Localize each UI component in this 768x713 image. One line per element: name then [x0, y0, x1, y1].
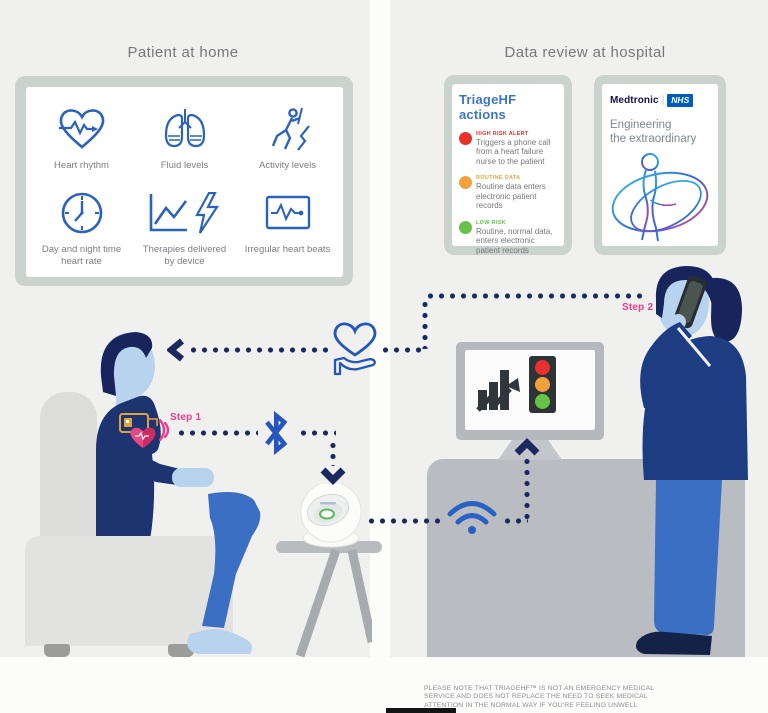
brand-card: Medtronic | NHS Engineering the extraord… — [602, 84, 718, 246]
step2-label: Step 2 — [622, 302, 654, 313]
right-section-title: Data review at hospital — [504, 44, 666, 61]
flow-line-step2-top — [425, 293, 648, 299]
chevron-down-icon — [320, 467, 346, 485]
heart-rhythm-icon — [58, 103, 106, 155]
home-panel-card: Heart rhythm Fluid levels — [26, 87, 343, 277]
flow-line-step1-a — [176, 430, 258, 436]
action-description: Routine data enters electronic patient r… — [476, 182, 546, 211]
sensor-heart-rate: Day and night time heart rate — [30, 181, 133, 267]
sensor-fluid-levels: Fluid levels — [133, 97, 236, 181]
disclaimer-text: PLEASE NOTE THAT TRIAGEHF™ IS NOT AN EME… — [424, 685, 654, 710]
triage-card: TriageHF actions HIGH RISK ALERT Trigger… — [452, 84, 564, 255]
flow-line-step1-down — [330, 440, 336, 466]
armchair-base — [25, 536, 233, 646]
sensor-label: Heart rhythm — [54, 160, 109, 171]
therapy-chart-bolt-icon — [147, 187, 223, 239]
trend-chart-icon — [476, 370, 520, 412]
triage-card-title: TriageHF actions — [459, 92, 517, 122]
flow-line-wifi-a — [366, 518, 444, 524]
sensor-irregular-beats: Irregular heart beats — [236, 181, 339, 267]
chair-foot-left — [44, 644, 70, 657]
traffic-amber-lamp — [535, 377, 550, 392]
disclaimer-line2: SERVICE AND DOES NOT REPLACE THE NEED TO… — [424, 693, 648, 701]
traffic-light-icon — [529, 356, 556, 413]
sensor-label: Day and night time heart rate — [41, 244, 122, 267]
body-motion-artwork — [610, 150, 710, 247]
tagline-line2: the extraordinary — [610, 132, 697, 145]
action-description: Triggers a phone call from a heart failu… — [476, 138, 551, 166]
triage-action-routine: ROUTINE DATA Routine data enters electro… — [459, 175, 557, 210]
step1-label: Step 1 — [170, 412, 202, 423]
triage-action-low-risk: LOW RISK Routine, normal data, enters el… — [459, 220, 557, 255]
lungs-icon — [162, 103, 208, 155]
action-level: ROUTINE DATA — [476, 175, 521, 182]
flow-line-to-patient-a — [188, 347, 332, 353]
armchair-backrest — [40, 392, 97, 544]
flow-line-up — [524, 456, 530, 520]
action-level: LOW RISK — [476, 219, 506, 226]
flow-line-step2-corner — [422, 299, 428, 349]
patient-leg — [187, 492, 261, 654]
sensor-label: Fluid levels — [160, 160, 209, 171]
low-risk-dot — [459, 220, 472, 234]
sensor-activity-levels: Activity levels — [236, 97, 339, 181]
floor-strip — [0, 657, 768, 713]
center-divider-stripe — [370, 0, 390, 657]
traffic-red-lamp — [535, 360, 550, 375]
action-level: HIGH RISK ALERT — [476, 131, 529, 137]
tagline-line1: Engineering — [610, 118, 672, 131]
arrow-left-icon — [167, 338, 185, 362]
sensor-heart-rhythm: Heart rhythm — [30, 97, 133, 181]
flow-line-to-patient-b — [380, 347, 426, 353]
flow-line-step1-b — [298, 430, 336, 436]
sensor-label: Irregular heart beats — [244, 244, 331, 256]
nhs-logo: NHS — [667, 94, 694, 107]
sensor-therapies: Therapies delivered by device — [133, 181, 236, 267]
left-section-title: Patient at home — [127, 44, 239, 61]
ecg-monitor-icon — [265, 187, 311, 239]
routine-dot — [459, 176, 472, 190]
sensor-label: Therapies delivered by device — [142, 244, 227, 267]
home-monitor-device — [300, 484, 362, 548]
wifi-icon — [447, 501, 497, 534]
clinician-figure — [636, 266, 748, 655]
traffic-green-lamp — [535, 394, 550, 409]
side-table-legs — [295, 548, 372, 658]
bluetooth-icon — [265, 410, 288, 456]
logo-separator: | — [661, 94, 665, 106]
heart-in-hand-icon — [333, 322, 377, 376]
flow-line-wifi-b — [502, 518, 528, 524]
action-description: Routine, normal data, enters electronic … — [476, 226, 553, 255]
disclaimer-line1: PLEASE NOTE THAT TRIAGEHF™ IS NOT AN EME… — [424, 685, 655, 692]
sensor-label: Activity levels — [258, 160, 316, 171]
high-risk-dot — [459, 132, 472, 145]
medtronic-logo: Medtronic — [610, 94, 659, 106]
chevron-up-icon — [514, 438, 540, 456]
disclaimer-line3: ATTENTION IN THE NORMAL WAY IF YOU'RE FE… — [424, 701, 638, 709]
activity-icon — [265, 103, 311, 155]
triage-action-high-risk: HIGH RISK ALERT Triggers a phone call fr… — [459, 131, 557, 166]
implanted-device-icon — [119, 413, 170, 448]
clock-icon — [60, 187, 104, 239]
bottom-edge-bar — [386, 708, 456, 713]
brand-tagline: Engineering the extraordinary — [610, 118, 710, 147]
chair-foot-right — [168, 644, 194, 657]
